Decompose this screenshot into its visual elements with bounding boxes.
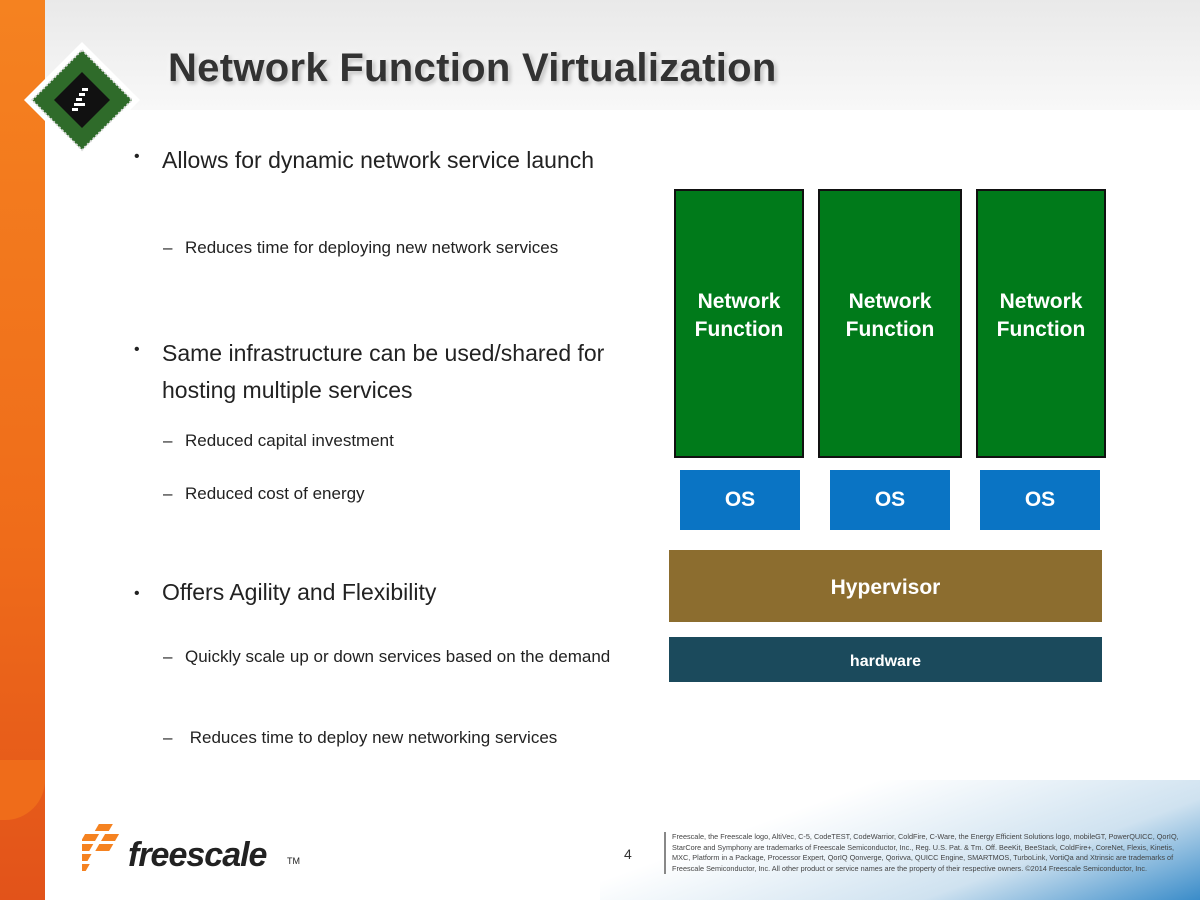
title-band — [45, 0, 1200, 110]
freescale-logo-icon — [82, 824, 120, 871]
sub-bullet: – Reduces time to deploy new networking … — [163, 728, 558, 747]
network-function-box: Network Function — [818, 189, 962, 458]
sub-bullet: –Reduced cost of energy — [163, 484, 365, 503]
bullet-1: •Allows for dynamic network service laun… — [134, 147, 595, 173]
os-box: OS — [830, 470, 950, 530]
sub-bullet: –Quickly scale up or down services based… — [163, 647, 611, 666]
chip-logo-icon — [24, 42, 140, 158]
footer-gradient — [600, 780, 1200, 900]
os-box: OS — [980, 470, 1100, 530]
bullet-2: •Same infrastructure can be used/shared … — [134, 340, 605, 403]
hardware-layer: hardware — [669, 637, 1102, 682]
hypervisor-layer: Hypervisor — [669, 550, 1102, 622]
network-function-box: Network Function — [674, 189, 804, 458]
sub-bullet: –Reduced capital investment — [163, 431, 394, 450]
sub-bullet: –Reduces time for deploying new network … — [163, 238, 559, 257]
legal-notice: Freescale, the Freescale logo, AltiVec, … — [664, 832, 1179, 874]
slide-title: Network Function Virtualization — [168, 46, 777, 90]
brand-name: freescale — [128, 836, 267, 874]
trademark: TM — [287, 856, 300, 866]
bullet-3: •Offers Agility and Flexibility — [134, 579, 437, 605]
os-box: OS — [680, 470, 800, 530]
network-function-box: Network Function — [976, 189, 1106, 458]
page-number: 4 — [624, 846, 632, 862]
